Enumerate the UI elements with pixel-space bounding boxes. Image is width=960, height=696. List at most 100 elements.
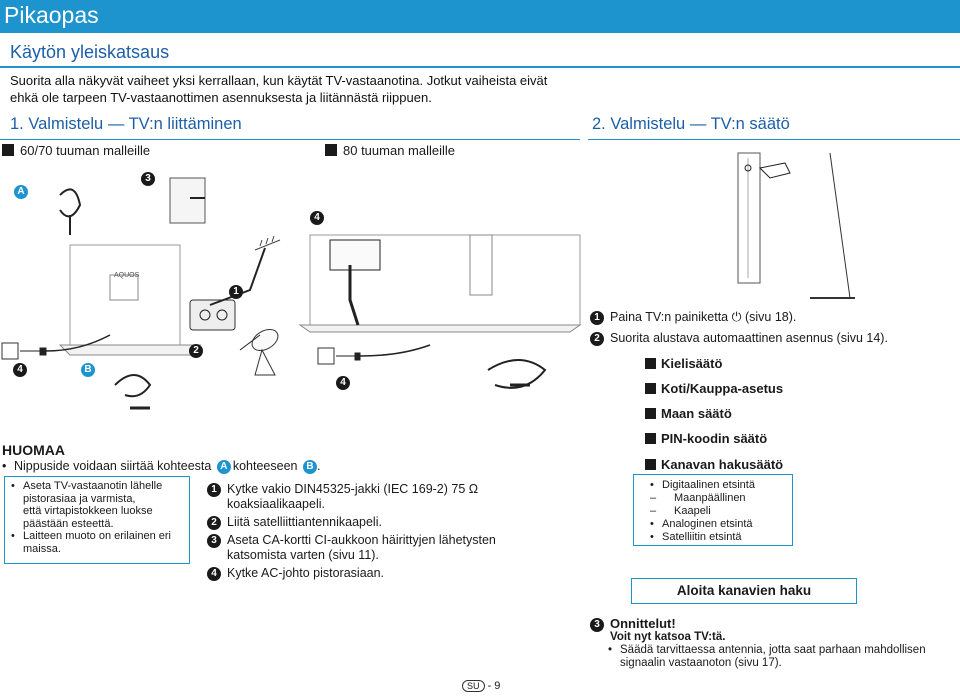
caution-2-line-1: Laitteen muoto on erilainen eri (23, 530, 171, 543)
square-bullet-icon (2, 144, 14, 156)
menu-koti-kauppa: Koti/Kauppa-asetus (645, 381, 783, 396)
wall-socket-icon (1, 342, 19, 360)
instruction-4: 4 Kytke AC-johto pistorasiaan. (207, 566, 547, 581)
square-bullet-icon (645, 408, 656, 419)
intro-text: Suorita alla näkyvät vaiheet yksi kerral… (10, 72, 590, 106)
satellite-dish-icon (251, 329, 279, 351)
intro-line-2: ehkä ole tarpeen TV-vastaanottimen asenn… (10, 90, 432, 105)
power-cable (348, 265, 360, 326)
instructions-list: 1 Kytke vakio DIN45325-jakki (IEC 169-2) … (207, 482, 547, 581)
tv-brand-label: AQUOS (114, 272, 140, 279)
label-b: B (81, 363, 95, 377)
cable-clip-a (59, 188, 82, 218)
bullet-num-2: 2 (590, 332, 604, 346)
square-bullet-icon (645, 433, 656, 444)
menu-koti-kauppa-label: Koti/Kauppa-asetus (661, 381, 784, 396)
instruction-3-line-1: Aseta CA-kortti CI-aukkoon häirittyjen l… (227, 533, 496, 547)
caution-1-line-2: pistorasiaa ja varmista, (23, 492, 136, 505)
search-option-satellite: Satelliitin etsintä (650, 531, 792, 544)
intro-line-1: Suorita alla näkyvät vaiheet yksi kerral… (10, 73, 548, 88)
power-plug-icon (20, 347, 47, 356)
huomaa-heading: HUOMAA (2, 442, 65, 458)
label-4: 4 (310, 211, 324, 225)
huomaa-note-start: Nippuside voidaan siirtää kohteesta (14, 459, 212, 473)
inline-label-a: A (216, 460, 231, 474)
step1-rule (0, 139, 580, 140)
bullet-num-1: 1 (207, 483, 221, 497)
label-4-left: 4 (13, 363, 27, 377)
bullet-num-1: 1 (590, 311, 604, 325)
search-option-digital: Digitaalinen etsintä (650, 479, 792, 492)
step2-item-2-text: Suorita alustava automaattinen asennus (… (610, 331, 888, 345)
square-bullet-icon (325, 144, 337, 156)
caution-2-line-2: maissa. (23, 542, 61, 555)
page-number: - 9 (487, 680, 501, 692)
label-a: A (14, 185, 28, 199)
instruction-2-line-1: Liitä satelliittiantennikaapeli. (227, 515, 382, 529)
tv-back-60-70 (69, 244, 181, 346)
step3-title: Onnittelut! (610, 616, 676, 631)
bullet-num-3: 3 (207, 534, 221, 548)
menu-kielisaato-label: Kielisäätö (661, 356, 723, 371)
caution-1-line-4: päästään esteettä. (23, 517, 114, 530)
label-3: 3 (141, 172, 155, 186)
label-1: 1 (229, 285, 243, 299)
cable-clip-right (487, 359, 547, 389)
step1-title: 1. Valmistelu — TV:n liittäminen (10, 115, 242, 133)
page-footer: SU - 9 (462, 680, 500, 692)
start-search-button[interactable]: Aloita kanavien haku (631, 578, 857, 604)
title-bar: Pikaopas (0, 0, 960, 33)
section-title: Käytön yleiskatsaus (10, 42, 170, 62)
step3-note: Säädä tarvittaessa antennia, jotta saat … (608, 644, 948, 670)
caution-box: Aseta TV-vastaanotin lähellepistorasiaa … (4, 476, 190, 564)
model-80-label: 80 tuuman malleille (343, 143, 456, 158)
step2-rule (588, 139, 960, 140)
cable-clip-b (114, 374, 152, 398)
caution-1-line-3: että virtapistokkeen luokse (23, 505, 153, 518)
menu-pin-koodi: PIN-koodin säätö (645, 431, 767, 446)
model-80-heading: 80 tuuman malleille (325, 143, 455, 158)
step3-note-line-1: Säädä tarvittaessa antennia, jotta saat … (620, 644, 926, 656)
step2-item-1-text: Paina TV:n painiketta ⏻ (sivu 18). (610, 310, 797, 324)
bullet-num-3: 3 (590, 618, 604, 632)
instruction-4-line-1: Kytke AC-johto pistorasiaan. (227, 566, 385, 580)
search-option-analog: Analoginen etsintä (650, 518, 792, 531)
inline-label-b: B (302, 460, 317, 474)
step2-item-1: 1 Paina TV:n painiketta ⏻ (sivu 18). (590, 310, 796, 325)
tv-side-illustration (737, 152, 855, 299)
menu-kanavan-haku: Kanavan hakusäätö (645, 457, 783, 472)
step3-heading: 3 Onnittelut! (590, 616, 676, 632)
menu-maan-saato-label: Maan säätö (661, 406, 732, 421)
model-60-70-label: 60/70 tuuman malleille (20, 143, 151, 158)
power-plug-icon (336, 352, 361, 361)
language-badge: SU (462, 680, 485, 692)
step3-subtitle: Voit nyt katsoa TV:tä. (610, 631, 726, 643)
search-option-cable: Kaapeli (650, 505, 792, 518)
square-bullet-icon (645, 383, 656, 394)
model-60-70-heading: 60/70 tuuman malleille (2, 143, 150, 158)
instruction-2: 2 Liitä satelliittiantennikaapeli. (207, 515, 547, 530)
antenna-icon (254, 235, 281, 251)
huomaa-note-end: . (316, 459, 321, 473)
menu-maan-saato: Maan säätö (645, 406, 732, 421)
square-bullet-icon (645, 358, 656, 369)
instruction-1-line-1: Kytke vakio DIN45325-jakki (IEC 169-2) 7… (227, 482, 479, 496)
search-options-box: Digitaalinen etsintä Maanpäällinen Kaape… (633, 474, 793, 546)
huomaa-note: Nippuside voidaan siirtää kohteesta Akoh… (2, 459, 322, 474)
instruction-1-line-2: koaksiaalikaapeli. (227, 497, 325, 511)
hand-pressing-icon (758, 162, 791, 179)
instruction-1: 1 Kytke vakio DIN45325-jakki (IEC 169-2) … (207, 482, 547, 512)
search-option-terrestrial: Maanpäällinen (650, 492, 792, 505)
step2-item-2: 2 Suorita alustava automaattinen asennus … (590, 331, 888, 346)
label-2: 2 (189, 344, 203, 358)
bullet-num-2: 2 (207, 516, 221, 530)
section-divider (0, 66, 960, 68)
page-title: Pikaopas (4, 2, 99, 28)
instruction-3-line-2: katsomista varten (sivu 11). (227, 548, 379, 562)
square-bullet-icon (645, 459, 656, 470)
caution-1-line-1: Aseta TV-vastaanotin lähelle (23, 480, 163, 492)
bullet-num-4: 4 (207, 567, 221, 581)
instruction-3: 3 Aseta CA-kortti CI-aukkoon häirittyjen … (207, 533, 547, 563)
power-button-icon (744, 164, 752, 172)
connection-illustration (1, 177, 582, 410)
